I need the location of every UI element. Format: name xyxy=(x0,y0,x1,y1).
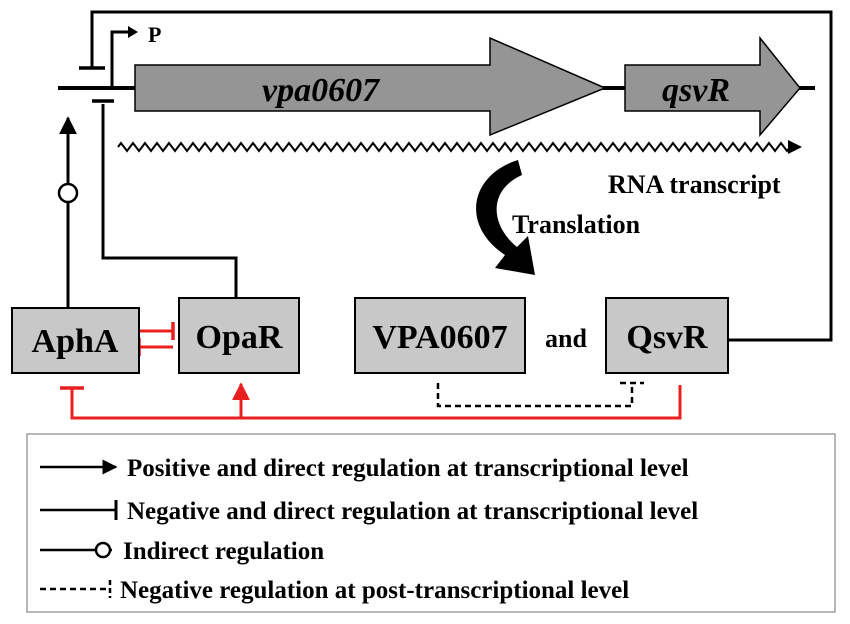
opar-label: OpaR xyxy=(196,319,283,356)
qsvr-feedback-line xyxy=(90,10,833,342)
qsvr-box xyxy=(605,297,729,374)
legend-item-dashed: Negative regulation at post-transcriptio… xyxy=(40,577,629,604)
rna-transcript-arrowhead xyxy=(788,140,802,154)
legend-item-indirect: Indirect regulation xyxy=(40,538,324,565)
indirect-circle xyxy=(57,182,79,204)
legend-text-negative: Negative and direct regulation at transc… xyxy=(127,498,698,525)
opar-box xyxy=(178,297,300,374)
translation-label: Translation xyxy=(512,210,641,239)
vpa0607-label: VPA0607 xyxy=(372,319,507,356)
legend-item-negative: Negative and direct regulation at transc… xyxy=(40,498,698,525)
rna-transcript-wave xyxy=(117,141,791,153)
promoter-arrow xyxy=(110,26,138,86)
gene-label-qsvr: qsvR xyxy=(662,72,730,109)
qsvr-label: QsvR xyxy=(626,319,708,356)
and-label: and xyxy=(545,324,587,353)
opar-repression-line xyxy=(101,104,238,297)
promoter-label: P xyxy=(148,22,161,47)
mutual-repression xyxy=(137,322,175,356)
gene-arrow-qsvr xyxy=(624,35,801,138)
legend-text-positive: Positive and direct regulation at transc… xyxy=(127,455,689,482)
translation-arrow xyxy=(476,160,535,275)
post-transcriptional-dashed xyxy=(436,383,634,408)
qsvr-red-feedback-line xyxy=(70,385,682,420)
legend-text-indirect: Indirect regulation xyxy=(123,538,324,565)
legend-box xyxy=(26,433,836,613)
gene-label-vpa0607: vpa0607 xyxy=(262,72,381,109)
rna-transcript-label: RNA transcript xyxy=(608,170,781,199)
apha-box xyxy=(11,307,140,374)
vpa0607-box xyxy=(354,297,526,374)
legend-text-dashed: Negative regulation at post-transcriptio… xyxy=(120,577,629,604)
apha-label: AphA xyxy=(32,323,119,360)
gene-arrow-vpa0607 xyxy=(134,36,607,137)
legend-item-positive: Positive and direct regulation at transc… xyxy=(40,455,689,482)
